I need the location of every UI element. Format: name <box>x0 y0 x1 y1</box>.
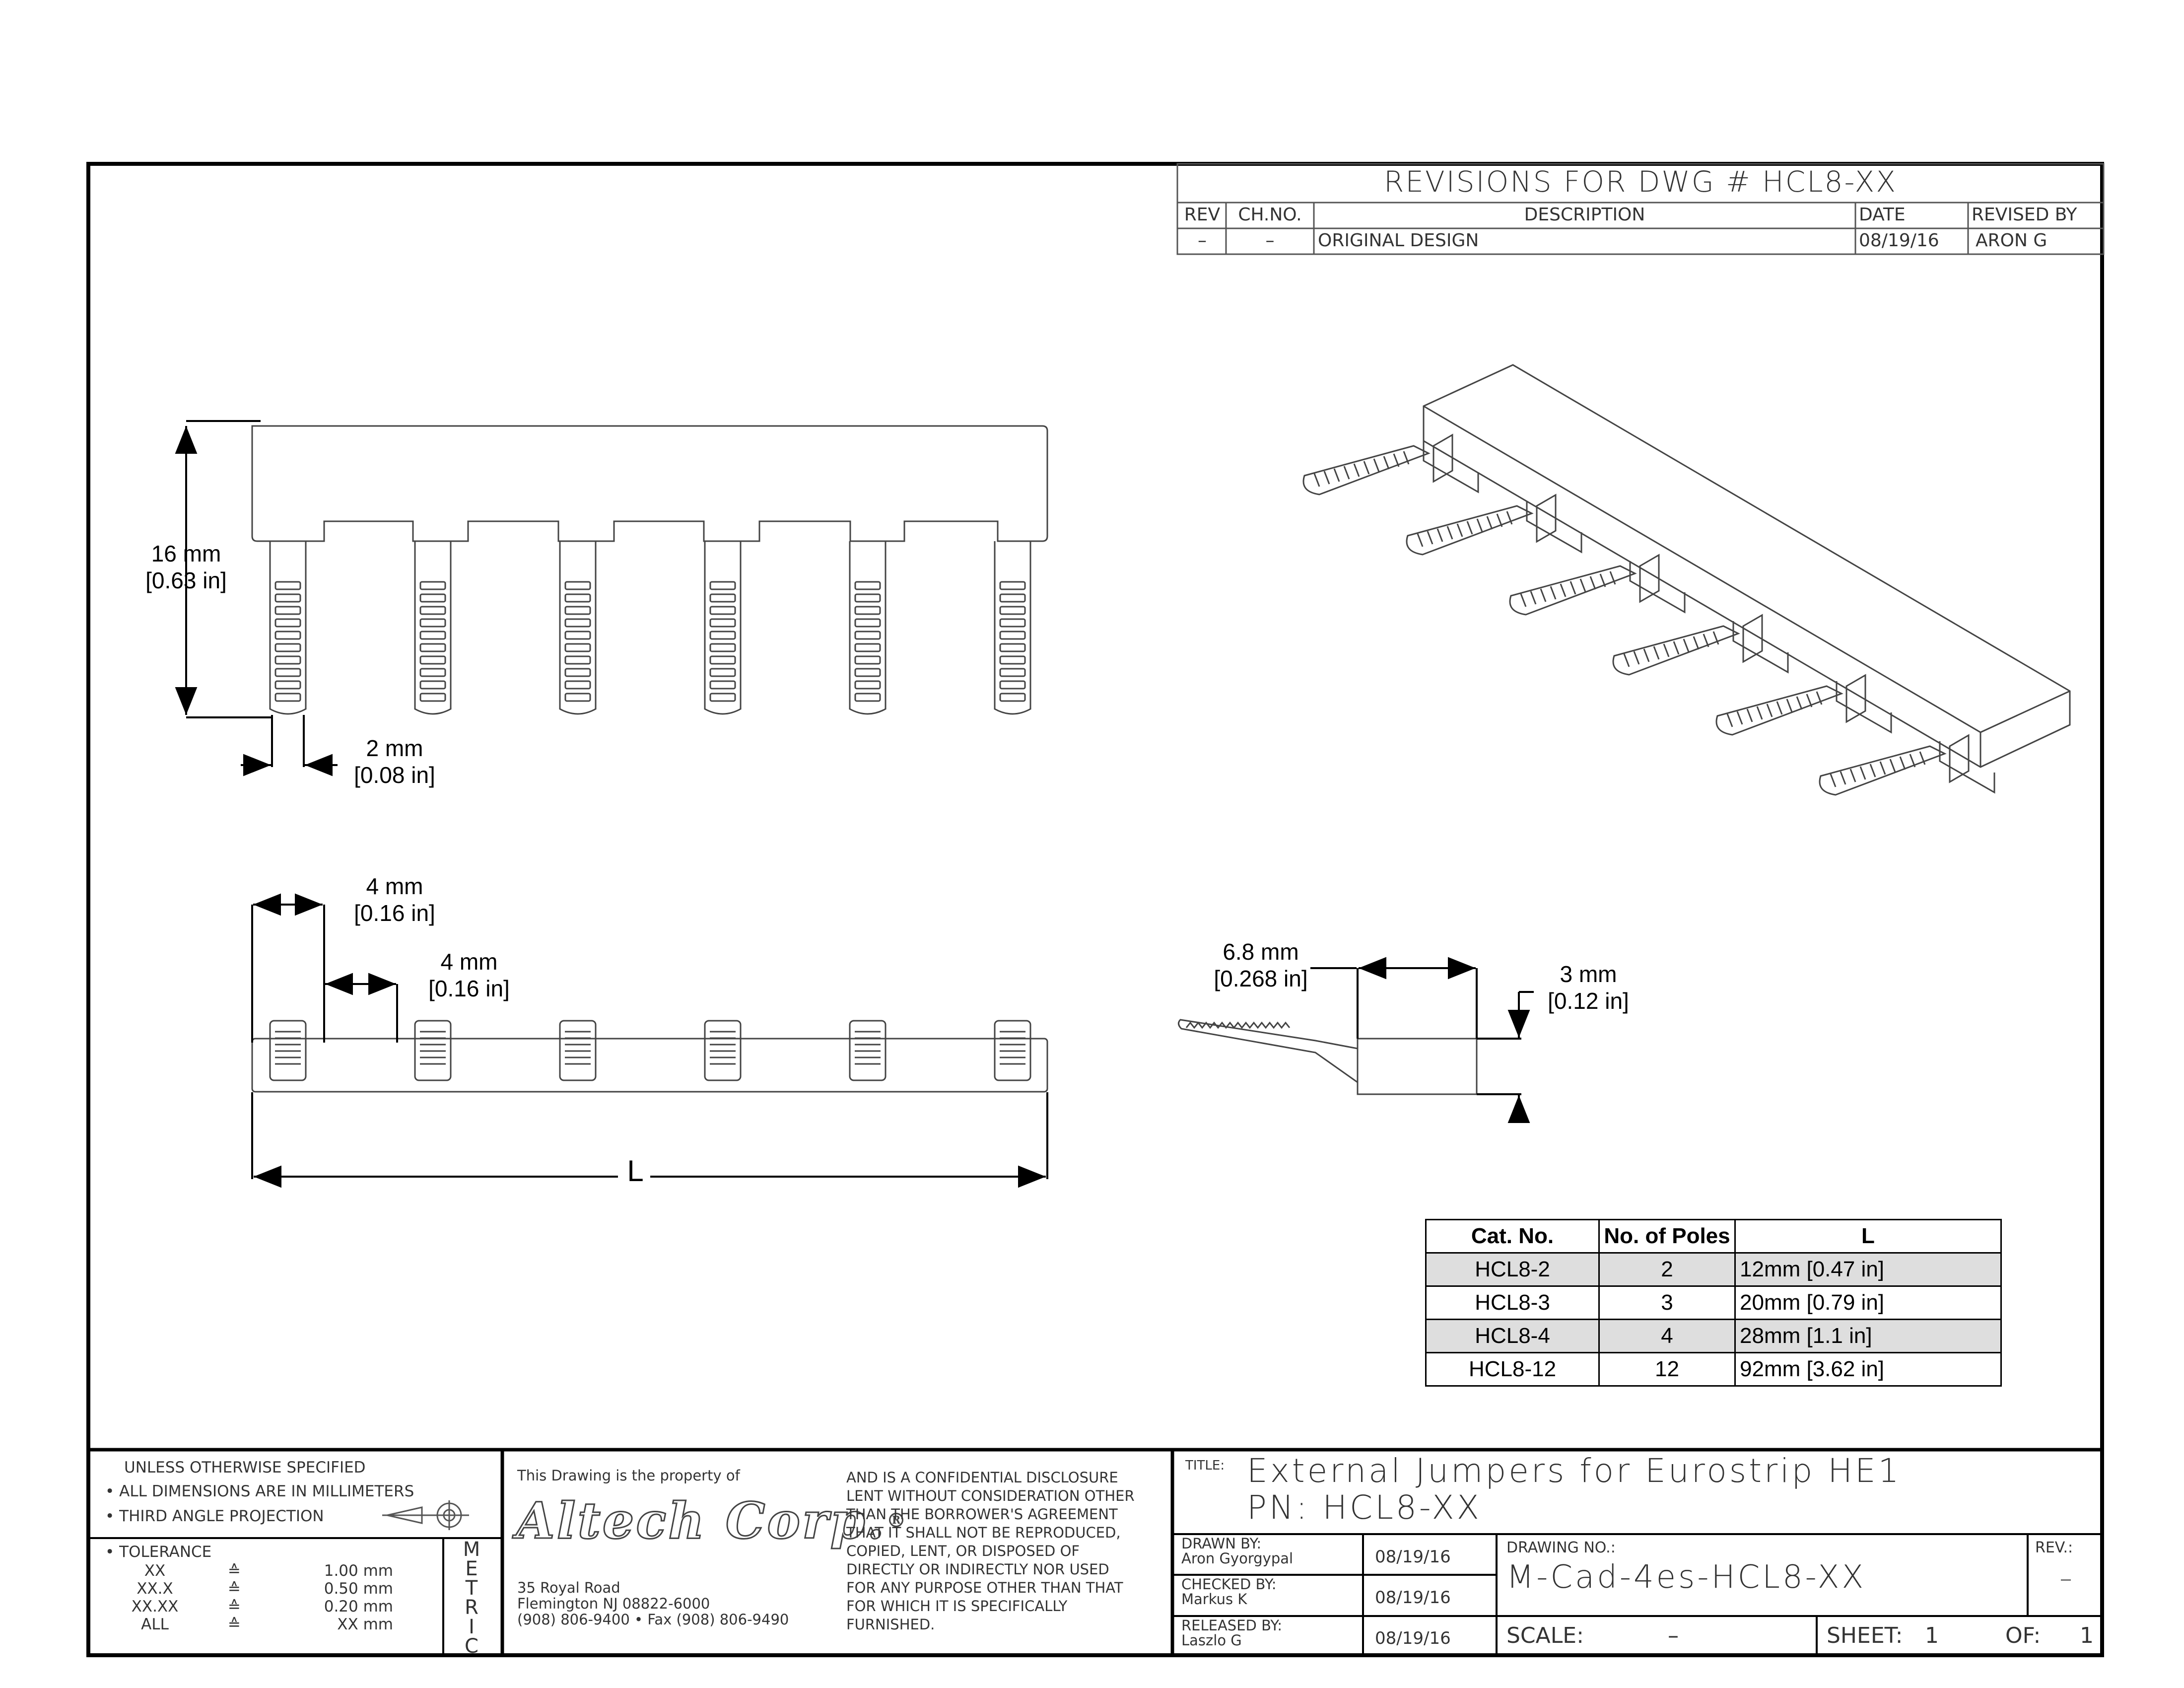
isometric-view <box>1302 364 2071 796</box>
date-value: 08/19/16 <box>1859 230 1939 251</box>
length-label: L <box>627 1154 644 1188</box>
tolerance-table: XX≙1.00 mm XX.X≙0.50 mm XX.XX≙0.20 mm AL… <box>131 1562 393 1633</box>
drawing-number: M-Cad-4es-HCL8-XX <box>1506 1559 1866 1596</box>
side-length-dimension: 6.8 mm[0.268 in] <box>1214 939 1308 991</box>
jumper-pin <box>414 541 452 715</box>
table-header-row: Cat. No. No. of Poles L <box>1425 1219 2002 1254</box>
unless-note: UNLESS OTHERWISE SPECIFIED <box>124 1459 366 1477</box>
pin-head <box>849 1020 887 1081</box>
company-address: 35 Royal Road Flemington NJ 08822-6000 (… <box>517 1579 789 1628</box>
chno-value: – <box>1265 230 1275 251</box>
length-cell: 28mm [1.1 in] <box>1734 1319 2002 1353</box>
chno-header: CH.NO. <box>1238 205 1302 225</box>
cat-no-cell: HCL8-2 <box>1425 1252 1600 1287</box>
table-row: HCL8-2 2 12mm [0.47 in] <box>1425 1252 2002 1287</box>
iso-finger <box>1406 493 1582 556</box>
cat-no-cell: HCL8-4 <box>1425 1319 1600 1353</box>
drawing-frame <box>86 162 2104 1657</box>
side-view <box>1178 1019 1478 1095</box>
sheet-label: SHEET: <box>1827 1623 1903 1648</box>
title-block-grid <box>86 1448 2104 1657</box>
pin-head <box>559 1020 597 1081</box>
pitch-dimension-2: 4 mm[0.16 in] <box>428 949 510 1001</box>
poles-cell: 12 <box>1598 1352 1736 1387</box>
description-header: DESCRIPTION <box>1524 205 1645 225</box>
jumper-pin <box>704 541 742 715</box>
length-cell: 12mm [0.47 in] <box>1734 1252 2002 1287</box>
rev-value: – <box>1198 230 1207 251</box>
front-view <box>251 425 1048 715</box>
revisions-title: REVISIONS FOR DWG # HCL8-XX <box>1384 165 1897 199</box>
property-note: This Drawing is the property of <box>517 1467 740 1484</box>
description-value: ORIGINAL DESIGN <box>1318 230 1479 251</box>
jumper-pin <box>269 541 307 715</box>
cat-no-cell: HCL8-12 <box>1425 1352 1600 1387</box>
projection-note: • THIRD ANGLE PROJECTION <box>105 1507 324 1525</box>
scale-label: SCALE: <box>1506 1623 1584 1648</box>
table-row: HCL8-12 12 92mm [3.62 in] <box>1425 1352 2002 1387</box>
length-header: L <box>1734 1219 2002 1254</box>
poles-table: Cat. No. No. of Poles L HCL8-2 2 12mm [0… <box>1425 1219 2002 1387</box>
third-angle-projection-icon <box>382 1500 469 1530</box>
cat-no-header: Cat. No. <box>1425 1219 1600 1254</box>
released-by: RELEASED BY:Laszlo G <box>1181 1617 1283 1649</box>
drawing-no-label: DRAWING NO.: <box>1506 1539 1616 1556</box>
pin-head <box>994 1020 1031 1081</box>
pin-head <box>414 1020 452 1081</box>
checked-by: CHECKED BY:Markus K <box>1181 1576 1277 1608</box>
date-header: DATE <box>1859 205 1906 225</box>
cat-no-cell: HCL8-3 <box>1425 1285 1600 1320</box>
poles-cell: 3 <box>1598 1285 1736 1320</box>
part-number: PN: HCL8-XX <box>1247 1488 1482 1527</box>
revised-by-header: REVISED BY <box>1972 205 2077 225</box>
side-dimensions <box>1310 957 1534 1123</box>
pin-head <box>704 1020 742 1081</box>
table-row: HCL8-4 4 28mm [1.1 in] <box>1425 1319 2002 1353</box>
poles-cell: 4 <box>1598 1319 1736 1353</box>
scale-value: – <box>1668 1623 1679 1648</box>
length-cell: 92mm [3.62 in] <box>1734 1352 2002 1387</box>
rev-header: REV <box>1184 205 1221 225</box>
tolerance-note: • TOLERANCE <box>105 1543 212 1561</box>
top-view <box>251 1020 1048 1093</box>
poles-cell: 2 <box>1598 1252 1736 1287</box>
drawing-title: External Jumpers for Eurostrip HE1 <box>1247 1452 1902 1490</box>
front-dimensions <box>175 420 338 776</box>
units-note: • ALL DIMENSIONS ARE IN MILLIMETERS <box>105 1482 414 1500</box>
poles-header: No. of Poles <box>1598 1219 1736 1254</box>
of-value: 1 <box>2080 1623 2094 1648</box>
height-dimension: 16 mm[0.63 in] <box>145 541 227 593</box>
revisions-grid <box>1176 163 2105 255</box>
title-label: TITLE: <box>1185 1458 1225 1473</box>
sheet-value: 1 <box>1925 1623 1939 1648</box>
iso-finger <box>1302 433 1479 495</box>
iso-finger <box>1819 734 1995 796</box>
rev-number: – <box>2059 1564 2072 1593</box>
of-label: OF: <box>2005 1623 2041 1648</box>
iso-finger <box>1715 674 1892 736</box>
length-cell: 20mm [0.79 in] <box>1734 1285 2002 1320</box>
jumper-pin <box>994 541 1031 715</box>
rev-label: REV.: <box>2035 1539 2073 1556</box>
top-dimensions <box>251 893 1048 1188</box>
iso-finger <box>1612 614 1789 676</box>
side-thickness-dimension: 3 mm[0.12 in] <box>1548 961 1629 1014</box>
pin-head <box>269 1020 307 1081</box>
pin-width-dimension: 2 mm[0.08 in] <box>354 735 435 788</box>
drawn-by: DRAWN BY:Aron Gyorgypal <box>1181 1535 1294 1567</box>
altech-logo: Altech Corp.® <box>516 1491 908 1550</box>
table-row: HCL8-3 3 20mm [0.79 in] <box>1425 1285 2002 1320</box>
iso-finger <box>1509 554 1686 616</box>
released-date: 08/19/16 <box>1375 1628 1451 1648</box>
jumper-pin <box>559 541 597 715</box>
revised-by-value: ARON G <box>1976 230 2048 251</box>
checked-date: 08/19/16 <box>1375 1588 1451 1608</box>
drawn-date: 08/19/16 <box>1375 1547 1451 1567</box>
pitch-dimension-1: 4 mm[0.16 in] <box>354 873 435 926</box>
jumper-pin <box>849 541 887 715</box>
